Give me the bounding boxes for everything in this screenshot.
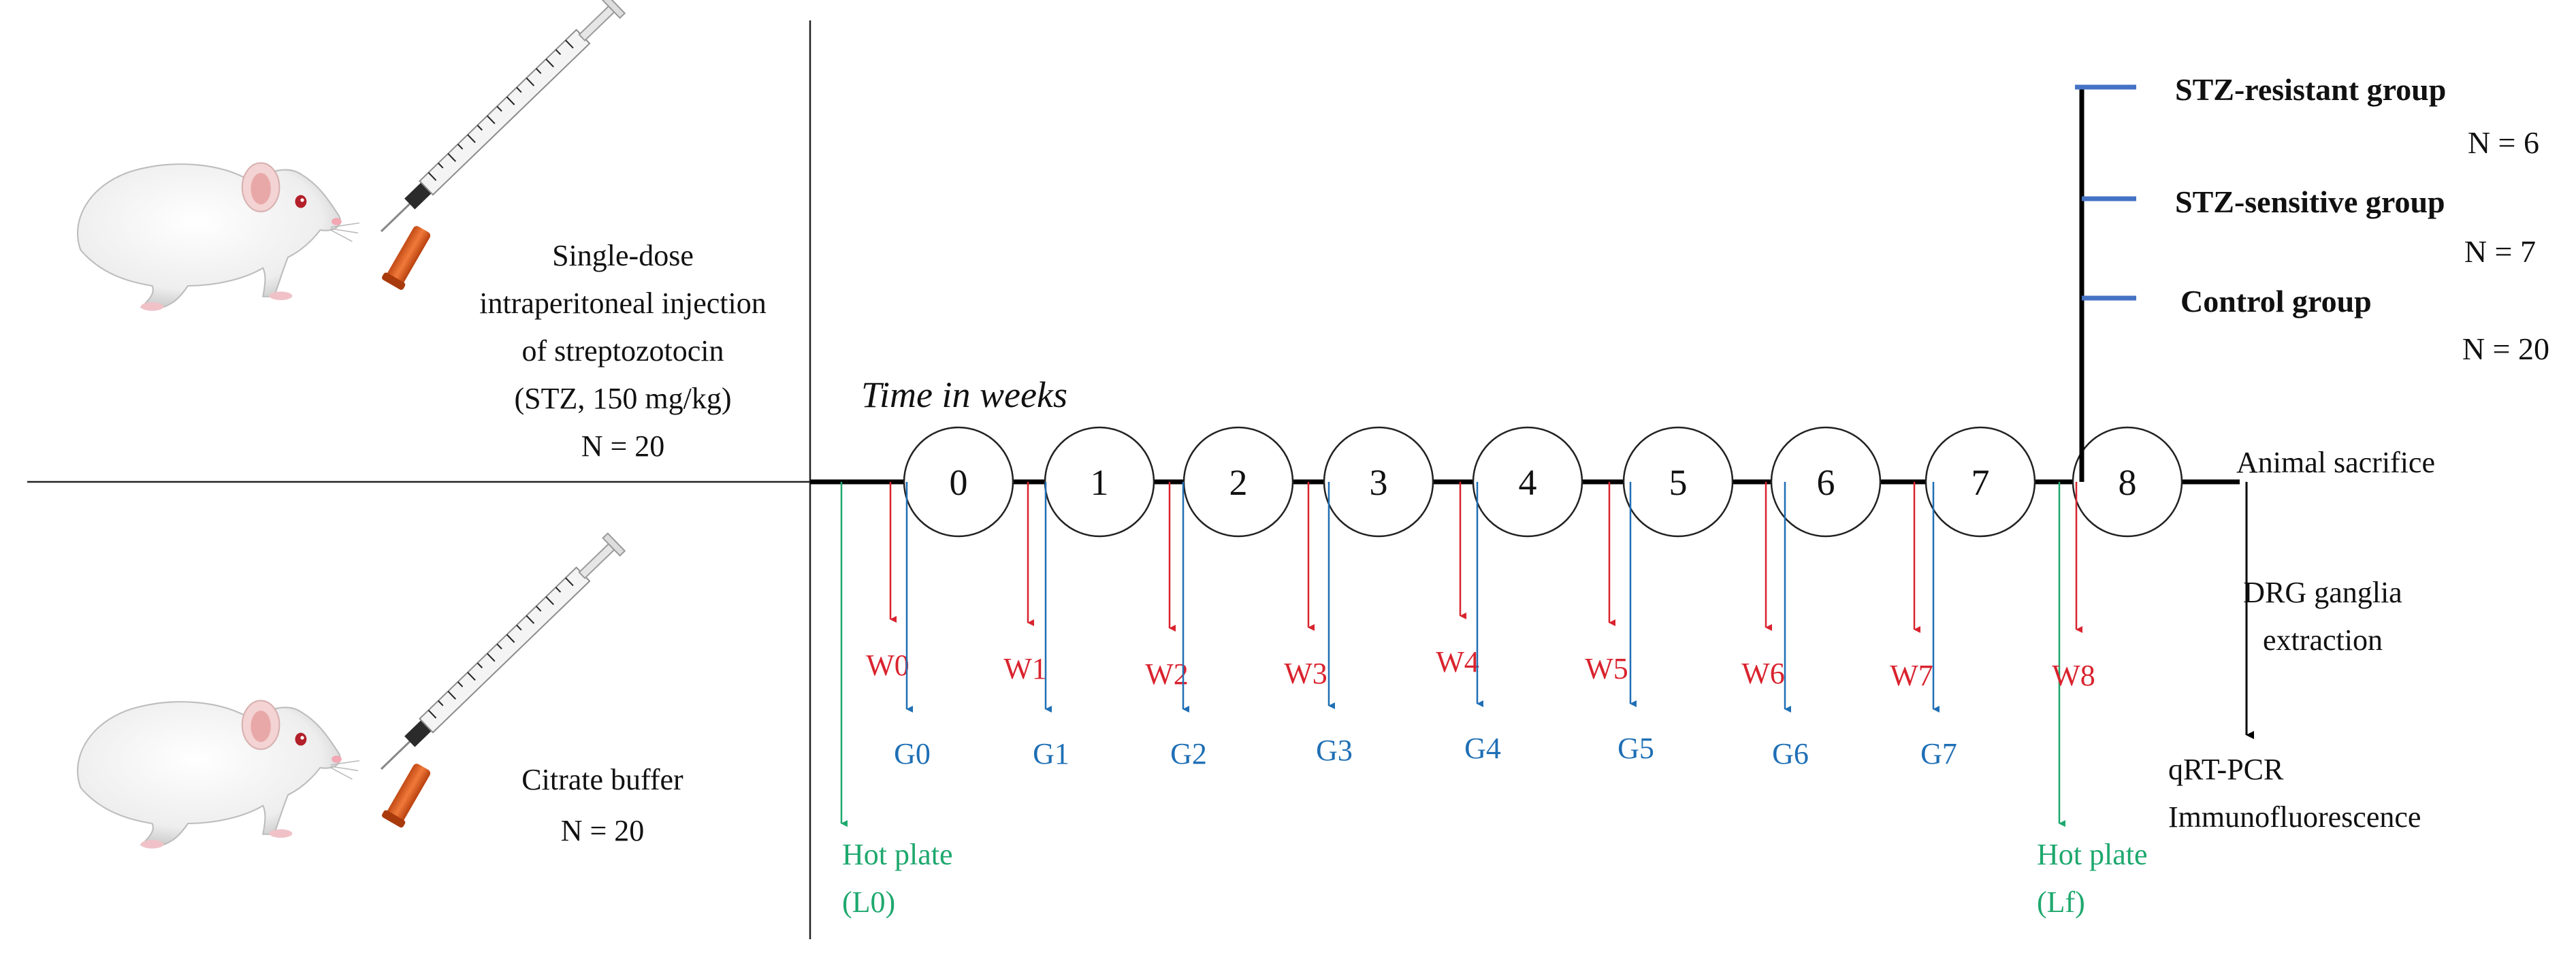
week-label: 8 [2119, 462, 2137, 503]
glucose-label: G2 [1170, 737, 1207, 770]
extraction-line-1: DRG ganglia [2243, 576, 2402, 609]
weight-label: W1 [1003, 652, 1047, 685]
glucose-label: G6 [1772, 737, 1809, 770]
timeline-title: Time in weeks [861, 374, 1067, 415]
week-0-node: 0 [903, 426, 1014, 538]
hot-plate-label: Hot plate [2037, 838, 2148, 871]
glucose-label: G4 [1464, 732, 1501, 765]
treatment-description: Single-dose intraperitoneal injection of… [479, 239, 767, 463]
group-ticks [2075, 84, 2136, 301]
group-name-control: Control group [2180, 284, 2372, 319]
week-label: 0 [950, 462, 968, 503]
week-label: 6 [1817, 462, 1835, 503]
glucose-label: G7 [1920, 737, 1957, 770]
hot-plate-period-label: (L0) [842, 885, 895, 919]
hot-plate-label: Hot plate [842, 838, 953, 871]
week-2-node: 2 [1182, 426, 1294, 538]
weight-label: W8 [2052, 659, 2095, 692]
week-1-node: 1 [1044, 426, 1155, 538]
week-circle [1323, 426, 1434, 538]
week-7-node: 7 [1925, 426, 2036, 538]
week-label: 5 [1669, 462, 1688, 503]
group-name-stz-resistant: STZ-resistant group [2175, 72, 2446, 107]
control-line-1: Citrate buffer [521, 763, 683, 796]
control-description: Citrate buffer N = 20 [521, 763, 683, 847]
week-circle [1770, 426, 1882, 538]
weight-label: W3 [1284, 657, 1327, 690]
control-line-2: N = 20 [561, 814, 645, 847]
weight-label: W5 [1585, 652, 1628, 685]
group-name-stz-sensitive: STZ-sensitive group [2175, 184, 2445, 219]
week-circle [903, 426, 1014, 538]
control-rat-icon [76, 700, 361, 849]
week-6-node: 6 [1770, 426, 1882, 538]
treatment-line-1: Single-dose [552, 239, 694, 272]
group-n-control: N = 20 [2462, 331, 2549, 366]
treatment-rat-icon [76, 162, 361, 312]
glucose-label: G1 [1033, 737, 1069, 770]
week-circle [1472, 426, 1583, 538]
treatment-line-5: N = 20 [581, 429, 665, 463]
weight-label: W4 [1436, 645, 1479, 679]
extraction-line-2: extraction [2263, 623, 2383, 657]
weight-label: W6 [1741, 657, 1785, 690]
group-n-stz-sensitive: N = 7 [2464, 234, 2536, 269]
week-label: 2 [1229, 462, 1248, 503]
analysis-line-1: qRT-PCR [2168, 753, 2284, 786]
week-5-node: 5 [1622, 426, 1734, 538]
group-n-stz-resistant: N = 6 [2468, 125, 2539, 160]
week-label: 1 [1091, 462, 1109, 503]
hot-plate-period-label: (Lf) [2037, 885, 2085, 919]
treatment-syringe-icon [371, 0, 626, 242]
measurement-arrows: Hot plate (L0) Hot plate (Lf) W0 W1 W2 W3 W4 W5 W6… [840, 482, 2148, 919]
glucose-label: G0 [894, 737, 931, 770]
weight-label: W2 [1145, 657, 1189, 691]
week-label: 3 [1370, 462, 1388, 503]
treatment-line-4: (STZ, 150 mg/kg) [515, 382, 732, 415]
sacrifice-label: Animal sacrifice [2236, 446, 2435, 479]
week-label: 4 [1519, 462, 1537, 503]
treatment-line-3: of streptozotocin [522, 334, 724, 368]
week-4-node: 4 [1472, 426, 1583, 538]
week-circle [1622, 426, 1734, 538]
week-3-node: 3 [1323, 426, 1434, 538]
week-circle [1925, 426, 2036, 538]
week-8-node: 8 [2072, 426, 2183, 538]
week-circle [2072, 426, 2183, 538]
weight-label: W7 [1890, 659, 1933, 692]
week-label: 7 [1971, 462, 1990, 503]
group-labels: STZ-resistant group N = 6 STZ-sensitive … [2175, 72, 2549, 366]
control-syringe-icon [371, 532, 626, 779]
week-circles: 0 1 2 3 4 5 6 7 8 [903, 426, 2183, 538]
control-vial-icon [381, 761, 434, 829]
treatment-vial-icon [381, 223, 434, 291]
glucose-label: G5 [1617, 732, 1654, 765]
weight-label: W0 [866, 649, 909, 682]
glucose-label: G3 [1316, 734, 1353, 767]
treatment-line-2: intraperitoneal injection [479, 287, 767, 320]
analysis-line-2: Immunofluorescence [2168, 800, 2421, 834]
